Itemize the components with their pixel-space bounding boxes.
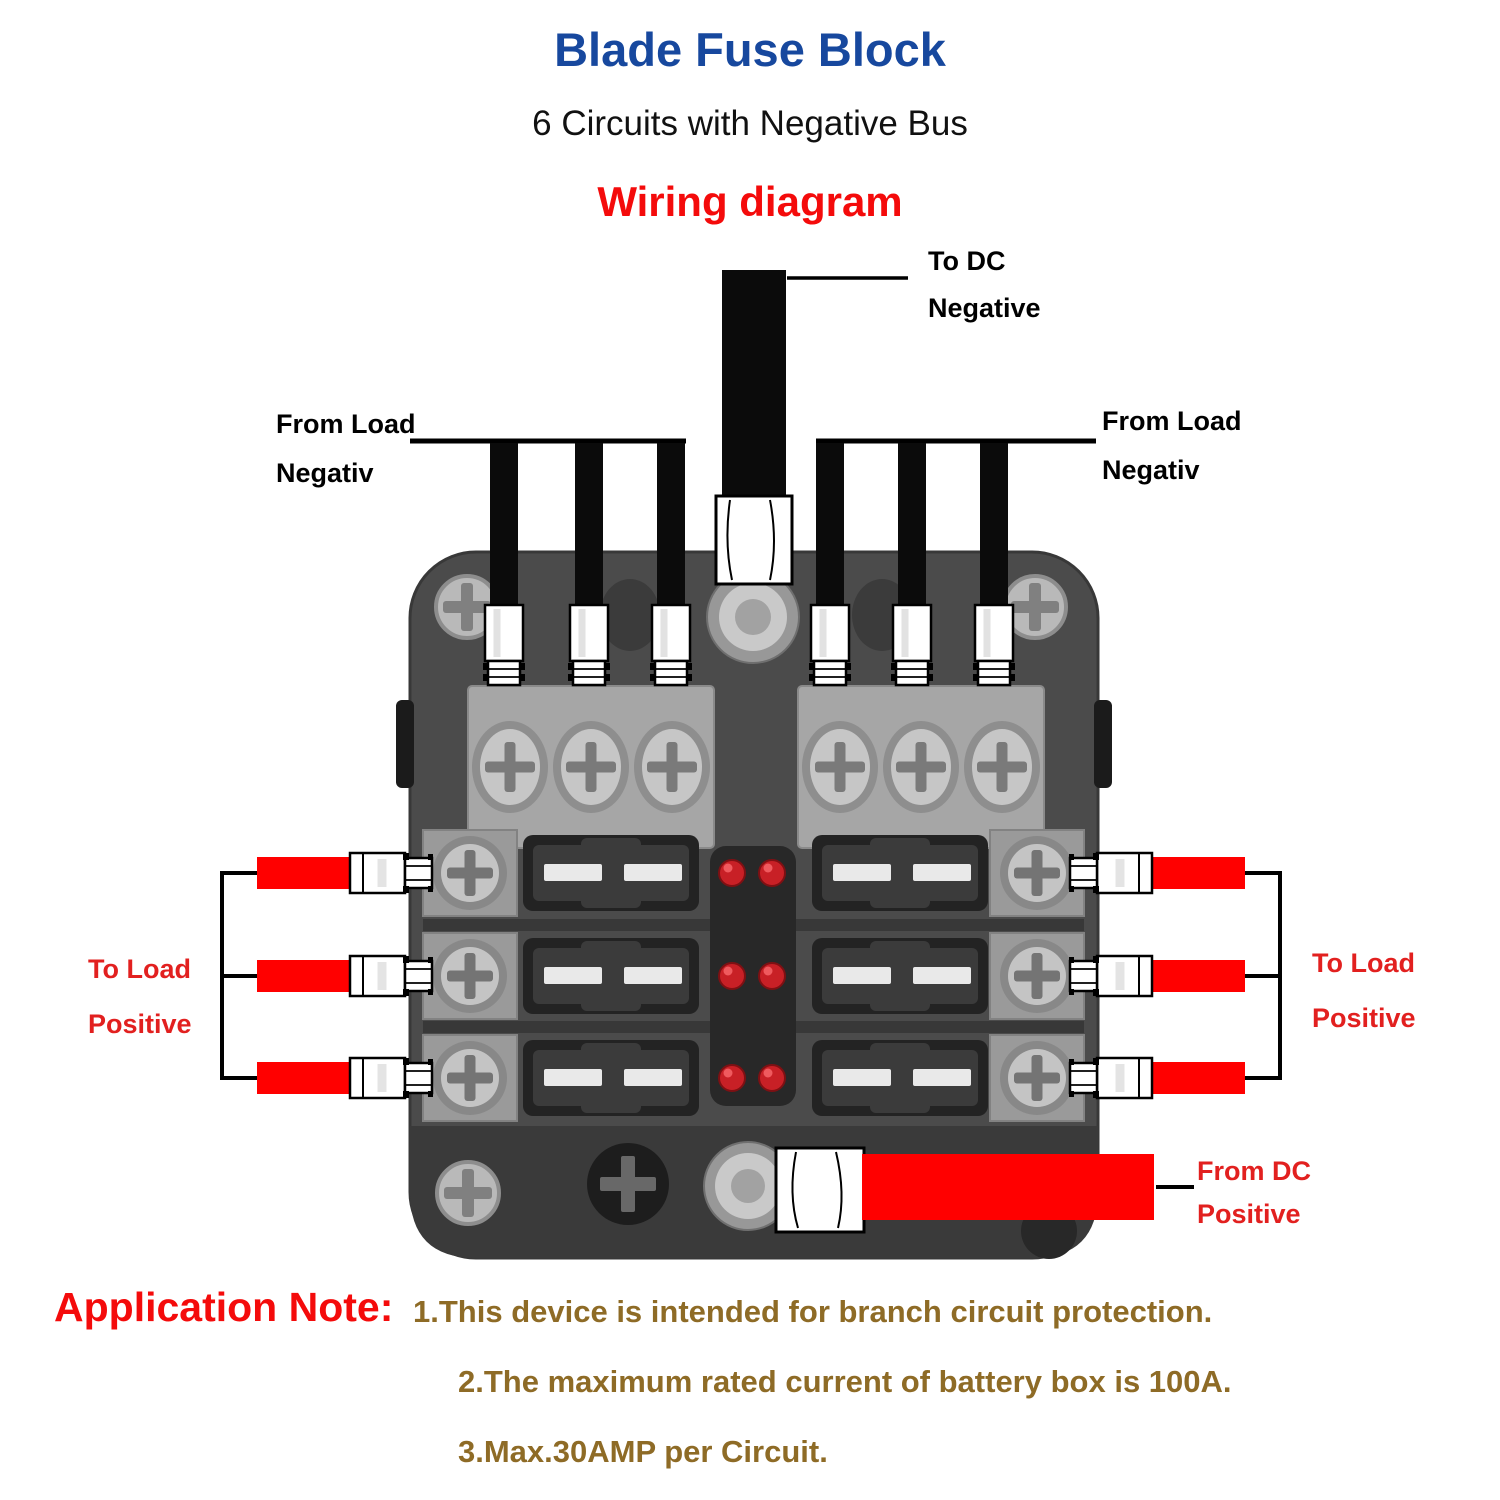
led-indicator-icon <box>718 962 746 990</box>
terminal-screw-icon <box>1000 836 1074 910</box>
page-title: Blade Fuse Block <box>554 23 946 76</box>
wire-ferrule <box>809 605 851 685</box>
application-note-2: 2.The maximum rated current of battery b… <box>458 1364 1232 1399</box>
wire-connector <box>350 1058 433 1098</box>
strip-screw-icon <box>634 721 710 813</box>
wire-connector <box>350 853 433 893</box>
load-positive-wires-right <box>1069 853 1245 1098</box>
load-positive-wire <box>1152 1062 1245 1094</box>
led-indicator-icon <box>758 859 786 887</box>
wire-connector <box>1069 853 1152 893</box>
wire-connector <box>1069 956 1152 996</box>
strip-screw-icon <box>964 721 1040 813</box>
strip-screw-icon <box>802 721 878 813</box>
application-note-1: 1.This device is intended for branch cir… <box>413 1294 1213 1329</box>
wire-connector <box>1069 1058 1152 1098</box>
side-latch-right <box>1094 700 1112 788</box>
load-negative-wire <box>575 443 603 607</box>
strip-screw-icon <box>472 721 548 813</box>
terminal-screw-icon <box>433 939 507 1013</box>
led-indicator-icon <box>758 962 786 990</box>
page-subtitle: 6 Circuits with Negative Bus <box>532 104 968 143</box>
label-from-load-negativ-left: From Load Negativ <box>276 409 416 488</box>
blade-fuse <box>523 1040 699 1116</box>
label-from-dc-positive: From DC Positive <box>1197 1156 1311 1229</box>
wire-ferrule <box>774 1146 866 1234</box>
load-negative-wires <box>483 443 1015 685</box>
label-to-load-positive-left: To Load Positive <box>88 954 192 1039</box>
load-negative-wire <box>657 443 685 607</box>
application-note-heading: Application Note: <box>54 1284 394 1330</box>
label-from-load-negativ-right: From Load Negativ <box>1102 406 1242 485</box>
label-to-dc-negative: To DC Negative <box>928 246 1041 323</box>
load-positive-wire <box>1152 857 1245 889</box>
plus-marking <box>587 1143 669 1225</box>
wire-connector <box>350 956 433 996</box>
load-positive-wires-left <box>257 853 433 1098</box>
circuit-rows <box>422 829 1085 1122</box>
label-to-load-positive-right: To Load Positive <box>1312 948 1416 1033</box>
terminal-screw-icon <box>1000 1041 1074 1115</box>
terminal-screw-icon <box>1000 939 1074 1013</box>
main-positive-wire <box>774 1146 1154 1234</box>
wire-ferrule <box>973 605 1015 685</box>
to-load-right-bracket <box>1245 871 1282 1080</box>
application-note-3: 3.Max.30AMP per Circuit. <box>458 1434 828 1469</box>
led-indicator-icon <box>718 859 746 887</box>
led-indicator-icon <box>718 1064 746 1092</box>
to-load-left-bracket <box>220 871 257 1080</box>
blade-fuse <box>523 938 699 1014</box>
terminal-screw-icon <box>433 1041 507 1115</box>
load-negative-wire <box>980 443 1008 607</box>
leader-lines <box>220 276 1282 1189</box>
blade-fuse <box>523 835 699 911</box>
wire-ferrule <box>568 605 610 685</box>
blade-fuse <box>812 1040 988 1116</box>
led-indicator-icon <box>758 1064 786 1092</box>
strip-screw-icon <box>553 721 629 813</box>
blade-fuse <box>812 938 988 1014</box>
wire-ferrule <box>483 605 525 685</box>
negative-bus-terminal <box>706 570 800 664</box>
positive-terminal <box>703 1141 793 1231</box>
side-latch-left <box>396 700 414 788</box>
wire-ferrule <box>650 605 692 685</box>
negative-bus-strips <box>467 685 1045 849</box>
main-negative-wire <box>714 270 794 586</box>
from-dc-positive-wire <box>862 1154 1154 1220</box>
mounting-screw-icon <box>435 1160 501 1226</box>
load-negative-wire <box>898 443 926 607</box>
terminal-screw-icon <box>433 836 507 910</box>
blade-fuse <box>812 835 988 911</box>
led-column <box>710 846 796 1106</box>
wire-ferrule <box>891 605 933 685</box>
wiring-diagram-heading: Wiring diagram <box>597 178 903 225</box>
load-positive-wire <box>257 857 350 889</box>
load-negative-wire <box>490 443 518 607</box>
load-positive-wire <box>1152 960 1245 992</box>
load-positive-wire <box>257 960 350 992</box>
load-positive-wire <box>257 1062 350 1094</box>
strip-screw-icon <box>883 721 959 813</box>
load-negative-wire <box>816 443 844 607</box>
